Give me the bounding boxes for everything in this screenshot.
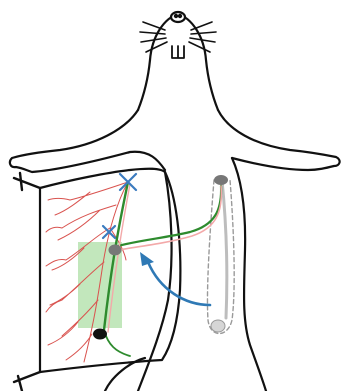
rat-body-outline	[10, 12, 340, 391]
rat-right-arm	[218, 110, 340, 170]
pin-top	[14, 173, 40, 190]
original-bottom-endpoint	[211, 320, 225, 332]
pin-bottom	[14, 372, 40, 391]
graft-bottom-endpoint	[93, 329, 107, 340]
rat-nose	[171, 12, 185, 22]
rat-head-left	[138, 60, 150, 110]
original-top-endpoint	[214, 175, 228, 185]
rat-right-side	[232, 158, 266, 391]
rat-left-arm	[10, 110, 165, 172]
rat-teeth	[172, 46, 184, 58]
graft-top-endpoint	[109, 245, 122, 256]
